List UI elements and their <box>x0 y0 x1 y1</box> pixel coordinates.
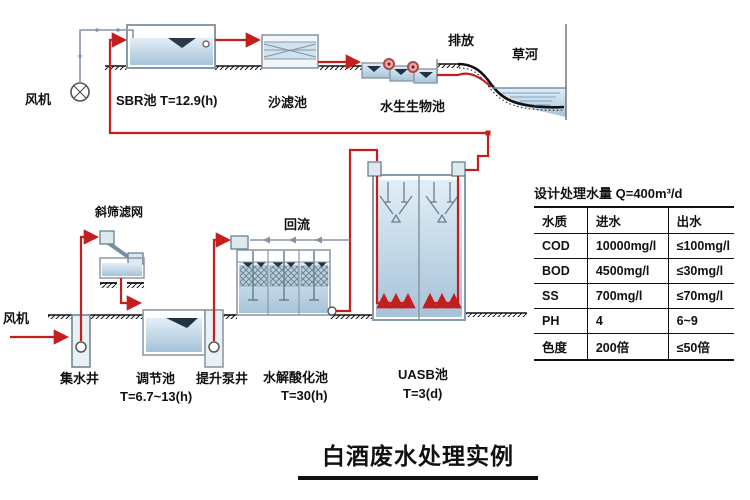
hydrolysis-tank <box>230 235 337 316</box>
label-reflux: 回流 <box>284 217 311 232</box>
label-lift-pump-well: 提升泵井 <box>196 371 249 386</box>
inclined-screen <box>99 230 145 288</box>
bio-pond <box>361 58 438 84</box>
label-bio-pond: 水生生物池 <box>380 99 446 114</box>
col-header-param: 水质 <box>542 215 568 229</box>
table-row: SS 700mg/l ≤70mg/l <box>534 283 734 309</box>
table-row: COD 10000mg/l ≤100mg/l <box>534 233 734 259</box>
uasb-tank <box>367 161 466 321</box>
sand-filter <box>261 34 319 69</box>
label-discharge: 排放 <box>448 33 475 48</box>
table-header-row: 水质 进水 出水 <box>534 207 734 234</box>
label-uasb-tank-time: T=3(d) <box>403 386 443 401</box>
label-regulation-tank-time: T=6.7~13(h) <box>120 389 193 404</box>
label-river: 草河 <box>512 47 539 62</box>
label-uasb-tank: UASB池 <box>398 367 448 382</box>
river <box>457 24 567 120</box>
label-blower-bottom: 风机 <box>3 311 30 326</box>
pipe-red <box>10 32 492 345</box>
col-header-inflow: 进水 <box>586 207 669 234</box>
label-sand-filter: 沙滤池 <box>268 95 308 110</box>
label-sbr-tank: SBR池 T=12.9(h) <box>116 93 218 108</box>
table-row: BOD 4500mg/l ≤30mg/l <box>534 258 734 284</box>
reflux-line <box>250 236 350 244</box>
water-quality-table: 水质 进水 出水 COD 10000mg/l ≤100mg/l BOD 4500… <box>534 206 734 361</box>
label-hydrolysis-tank: 水解酸化池 <box>263 370 329 385</box>
page-title: 白酒废水处理实例 <box>298 437 538 480</box>
label-blower-top: 风机 <box>25 92 52 107</box>
sbr-tank <box>126 24 216 69</box>
label-hydrolysis-tank-time: T=30(h) <box>281 388 328 403</box>
regulation-tank <box>142 309 206 356</box>
table-row: 色度 200倍 ≤50倍 <box>534 333 734 360</box>
col-header-outflow: 出水 <box>667 207 734 234</box>
design-spec-panel: 设计处理水量 Q=400m³/d 水质 进水 出水 COD 10000mg/l … <box>534 183 738 361</box>
label-inclined-screen: 斜筛滤网 <box>95 205 144 219</box>
ground-bottom <box>48 312 527 319</box>
ground-top <box>105 63 460 70</box>
blower-icon <box>70 82 90 102</box>
label-regulation-tank: 调节池 <box>136 371 176 386</box>
design-flow-title: 设计处理水量 Q=400m³/d <box>534 186 683 201</box>
table-row: PH 4 6~9 <box>534 308 734 334</box>
label-collection-well: 集水井 <box>60 371 100 386</box>
